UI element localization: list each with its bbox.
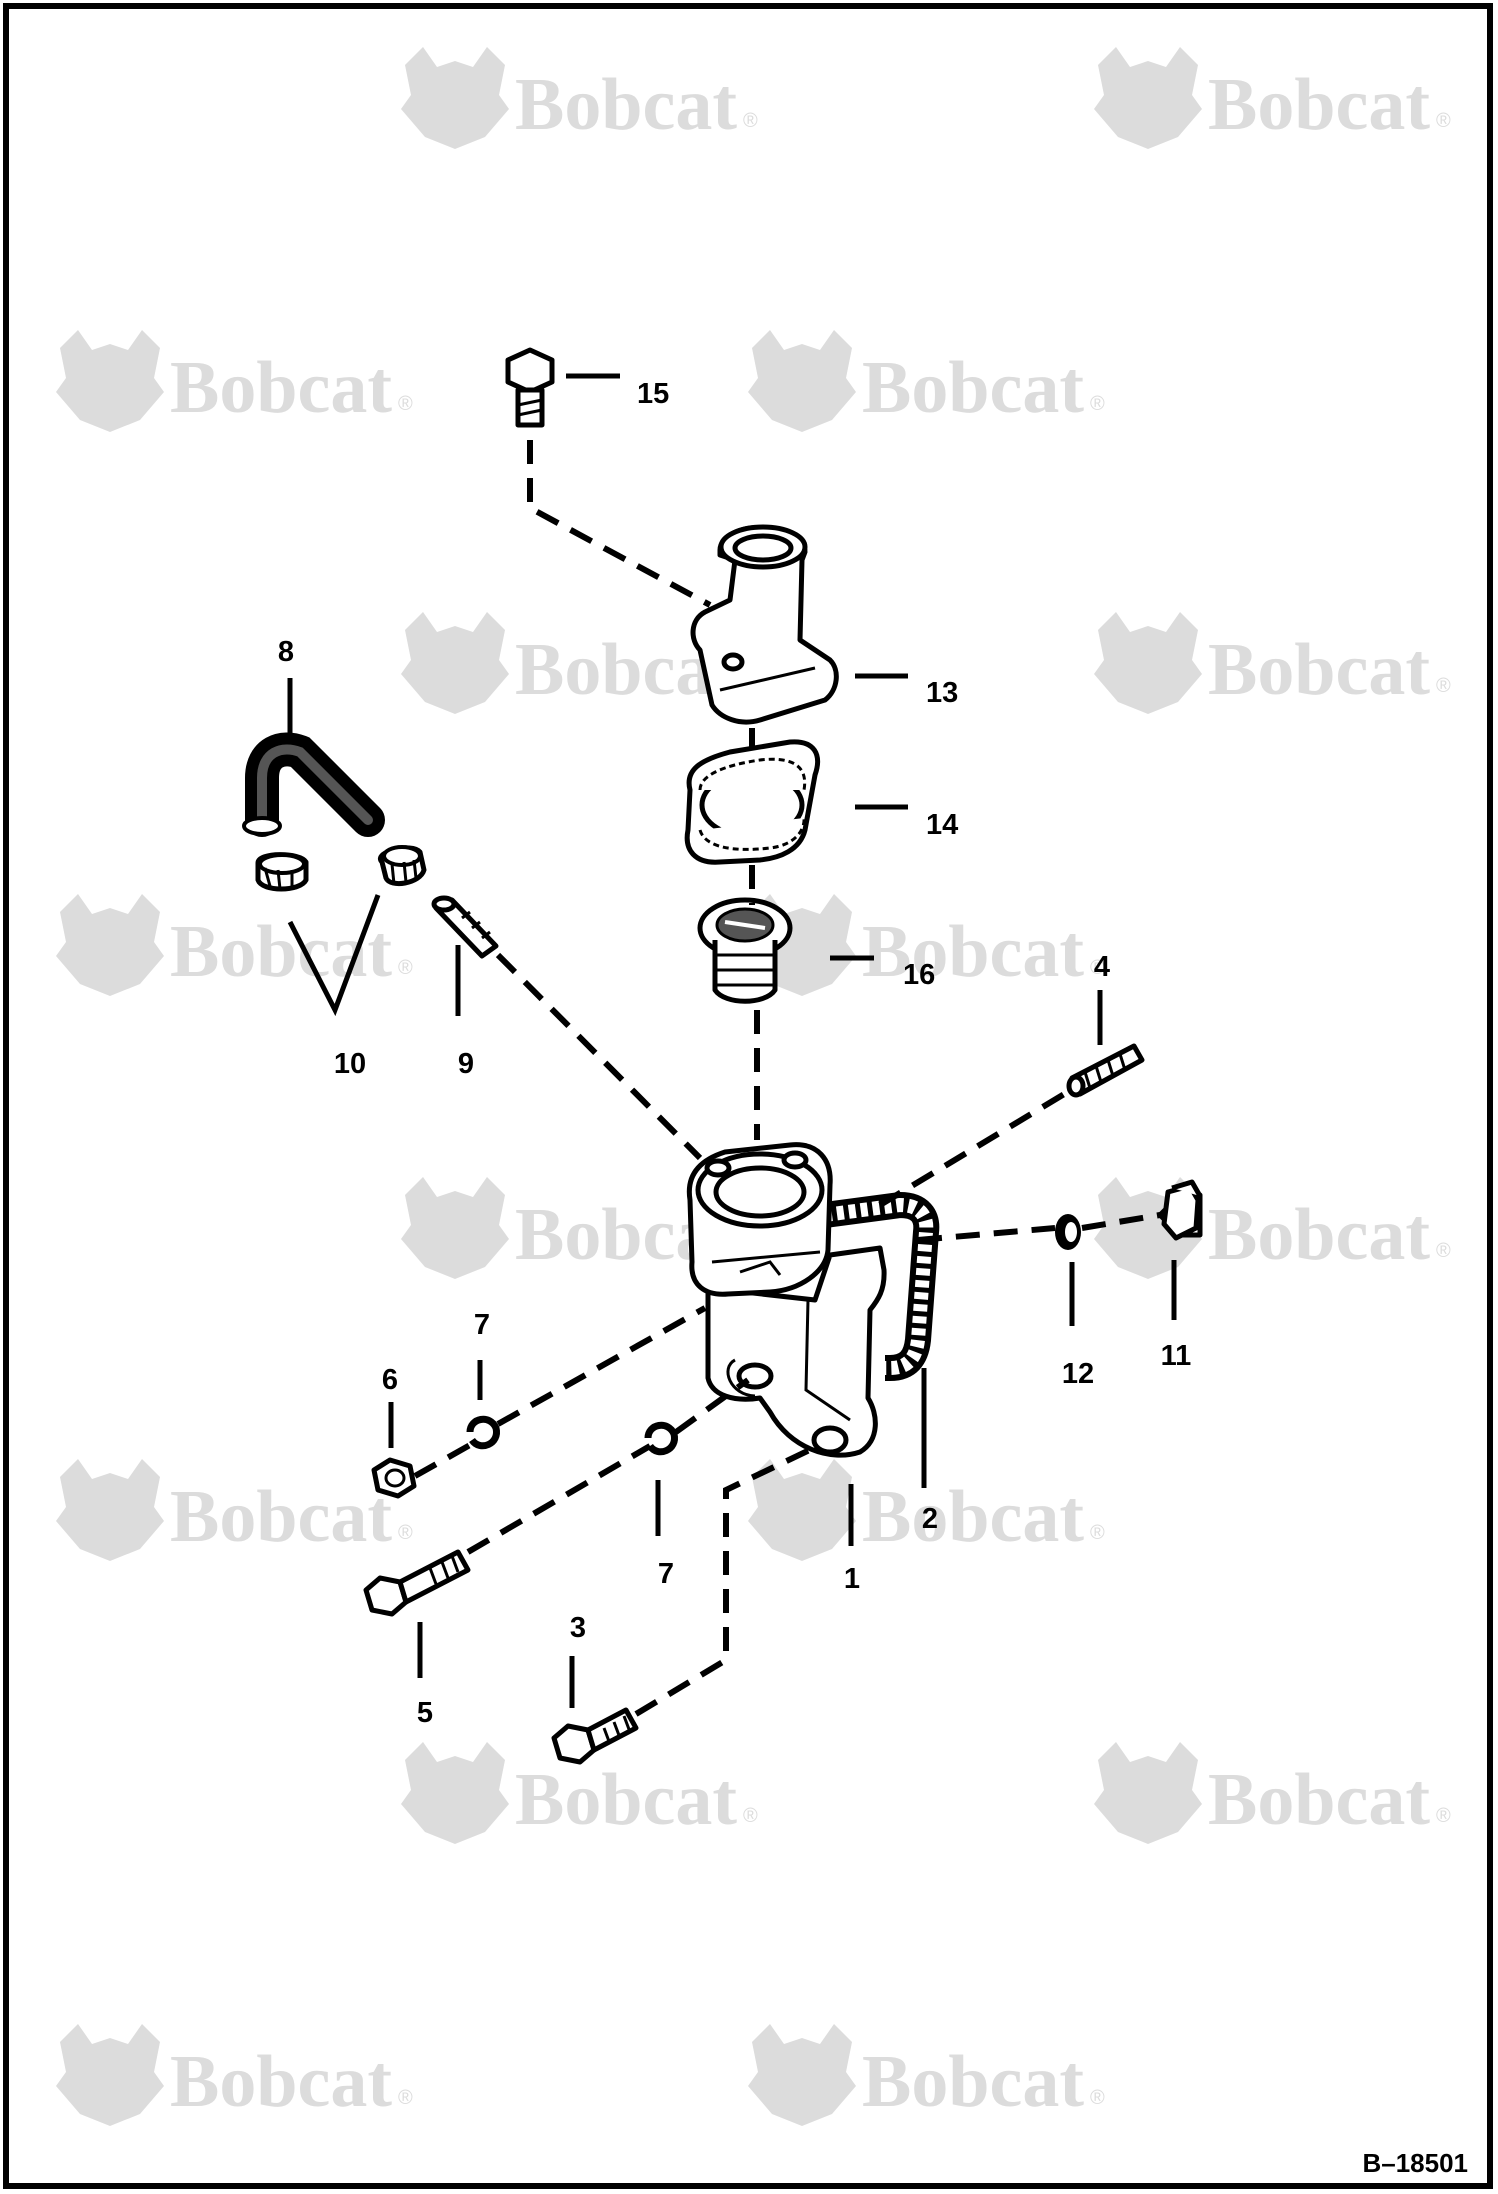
watermark-registered-mark: ® [398,2087,413,2109]
bobcat-watermark: Bobcat ® [748,2024,1105,2126]
bobcat-logo-icon [401,1742,509,1844]
document-number: B–18501 [1362,2148,1468,2178]
callout-6: 6 [382,1364,398,1396]
part-16-thermostat [697,897,793,1004]
page-border [3,3,1493,2189]
bobcat-watermark: Bobcat ® [1094,1742,1451,1844]
watermark-registered-mark: ® [398,393,413,415]
bobcat-watermark: Bobcat ® [748,330,1105,432]
bobcat-logo-icon [56,330,164,432]
callout-3: 3 [570,1612,586,1644]
bobcat-logo-icon [401,612,509,714]
bobcat-watermark: Bobcat ® [56,1459,413,1561]
callout-2: 2 [922,1503,938,1535]
callout-labels: 15 13 14 16 8 9 10 4 12 11 2 1 7 7 6 5 3 [278,378,1191,1729]
bobcat-logo-icon [401,1177,509,1279]
leader-lines [287,373,1177,1708]
bobcat-logo-icon [748,330,856,432]
watermark-registered-mark: ® [398,1522,413,1544]
watermark-brand-text: Bobcat [1208,1759,1430,1841]
bobcat-watermark: Bobcat ® [1094,612,1451,714]
bobcat-watermark: Bobcat ® [401,1742,758,1844]
bobcat-watermark: Bobcat ® [401,47,758,149]
bobcat-logo-icon [1094,1742,1202,1844]
part-5-bolt [363,1549,471,1617]
callout-7-lower: 7 [658,1558,674,1590]
watermark-brand-text: Bobcat [862,2041,1084,2123]
bobcat-watermark: Bobcat® [56,894,413,996]
callout-1: 1 [844,1563,860,1595]
bobcat-watermark: Bobcat ® [56,330,413,432]
bobcat-logo-icon [56,2024,164,2126]
watermark-brand-text: Bobcat [170,1476,392,1558]
callout-7-upper: 7 [474,1309,490,1341]
watermark-brand-text: Bobcat [1208,629,1430,711]
bobcat-logo-icon [1094,612,1202,714]
callout-4: 4 [1094,951,1110,983]
part-10-hose-clamps [255,845,427,892]
watermark-registered-mark: ® [1436,110,1451,132]
part-4-stud [1066,1043,1145,1098]
watermark-brand-text: Bobcat [862,1476,1084,1558]
watermark-registered-mark: ® [1090,1522,1105,1544]
watermark-brand-text: Bobcat [1208,1194,1430,1276]
callout-12: 12 [1062,1358,1094,1390]
bobcat-logo-icon [1094,47,1202,149]
watermark-registered-mark: ® [1090,2087,1105,2109]
watermark-registered-mark: ® [743,110,758,132]
bobcat-watermark: Bobcat ® [1094,47,1451,149]
part-12-washer [1055,1214,1081,1250]
part-8-hose-elbow [242,732,385,837]
bobcat-logo-icon [401,47,509,149]
part-9-fitting [431,895,499,959]
watermark-registered-mark: ® [1436,1240,1451,1262]
callout-13: 13 [926,677,958,709]
watermark-registered-mark: ® [1090,393,1105,415]
bobcat-logo-icon [748,2024,856,2126]
part-13-outlet-housing [690,524,839,725]
bobcat-logo-icon [56,894,164,996]
callout-16: 16 [903,959,935,991]
callout-9: 9 [458,1048,474,1080]
part-6-nut [371,1457,417,1499]
bobcat-watermark: Bobcat ® [748,1459,1105,1561]
watermark-brand-text: Bobcat [170,347,392,429]
watermark-registered-mark: ® [1436,1805,1451,1827]
part-15-bolt [505,347,555,428]
callout-11: 11 [1161,1340,1192,1372]
watermark-brand-text: Bobcat [1208,64,1430,146]
part-7-lockwasher-lower [644,1421,678,1456]
callout-10: 10 [334,1048,366,1080]
part-7-lockwasher-upper [466,1415,500,1450]
part-11-plug [1157,1179,1203,1241]
part-14-gasket [684,739,821,865]
watermark-brand-text: Bobcat [862,347,1084,429]
bobcat-logo-icon [56,1459,164,1561]
watermark-brand-text: Bobcat [170,2041,392,2123]
bobcat-logo-icon [748,1459,856,1561]
watermark-registered-mark: ® [1436,675,1451,697]
watermark-registered-mark: ® [398,957,413,979]
watermark-brand-text: Bobcat [515,1759,737,1841]
watermark-layer: Bobcat ® Bobcat ® Bobcat ® Bobcat ® Bobcat ® Bobca… [56,47,1451,2126]
assembly-lines [413,440,1161,1717]
callout-14: 14 [926,809,958,841]
callout-8: 8 [278,636,294,668]
watermark-brand-text: Bobcat [515,64,737,146]
watermark-registered-mark: ® [743,1805,758,1827]
bobcat-watermark: Bobcat ® [56,2024,413,2126]
bobcat-watermark: Bobcat ® [1094,1177,1451,1279]
watermark-brand-text: Bobcat [862,911,1084,993]
part-3-bolt [551,1707,639,1765]
callout-15: 15 [637,378,669,410]
callout-5: 5 [417,1697,433,1729]
watermark-registered-mark: ® [1090,957,1105,979]
part-1-thermostat-housing [686,1142,940,1458]
